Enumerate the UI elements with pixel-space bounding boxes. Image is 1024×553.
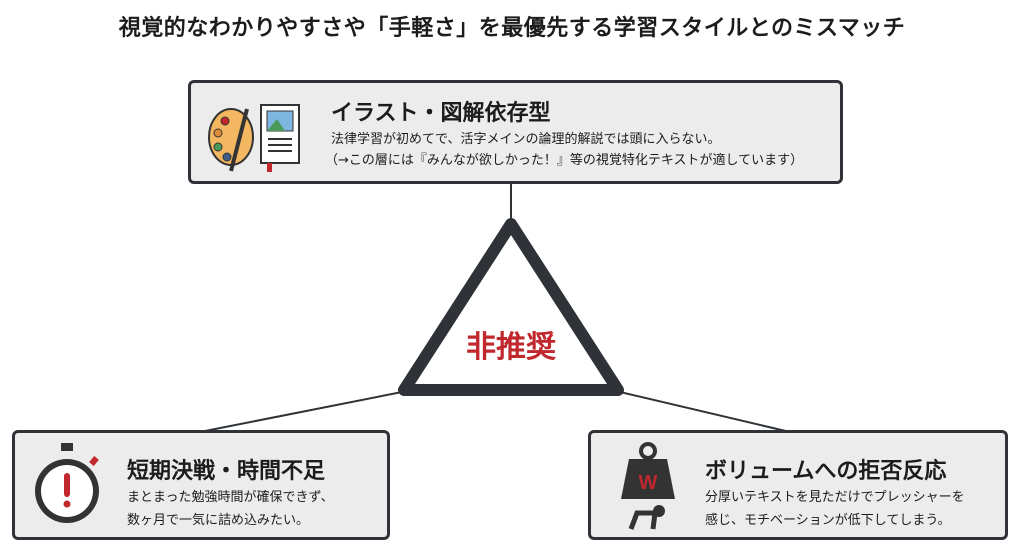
connector-left	[199, 391, 403, 433]
box-illustration-dependent: イラスト・図解依存型 法律学習が初めてで、活字メインの論理的解説では頭に入らない…	[188, 80, 843, 184]
box-description-line1: まとまった勉強時間が確保できず、	[127, 490, 334, 505]
box-heading: イラスト・図解依存型	[331, 101, 551, 126]
connector-right	[619, 391, 791, 433]
box-description-line2: 数ヶ月で一気に詰め込みたい。	[127, 513, 310, 528]
box-description-line2: 感じ、モチベーションが低下してしまう。	[705, 513, 951, 528]
heavy-weight-icon: W	[621, 442, 675, 530]
box-short-term: 短期決戦・時間不足 まとまった勉強時間が確保できず、 数ヶ月で一気に詰め込みたい…	[12, 430, 390, 540]
box-heading: 短期決戦・時間不足	[127, 459, 326, 484]
center-label: 非推奨	[466, 330, 556, 365]
box-volume-rejection: W ボリュームへの拒否反応 分厚いテキストを見ただけでプレッシャーを 感じ、モチ…	[588, 430, 1008, 540]
box-description-line2: （→この層には『みんなが欲しかった！』等の視覚特化テキストが適しています）	[325, 153, 804, 168]
stopwatch-icon	[35, 443, 99, 523]
diagram-title: 視覚的なわかりやすさや「手軽さ」を最優先する学習スタイルとのミスマッチ	[118, 16, 906, 41]
box-description-line1: 法律学習が初めてで、活字メインの論理的解説では頭に入らない。	[331, 132, 721, 147]
triangle	[398, 218, 624, 396]
palette-and-book-icon	[208, 104, 300, 172]
box-description-line1: 分厚いテキストを見ただけでプレッシャーを	[705, 490, 965, 505]
weight-letter: W	[639, 472, 658, 494]
box-heading: ボリュームへの拒否反応	[705, 459, 947, 484]
